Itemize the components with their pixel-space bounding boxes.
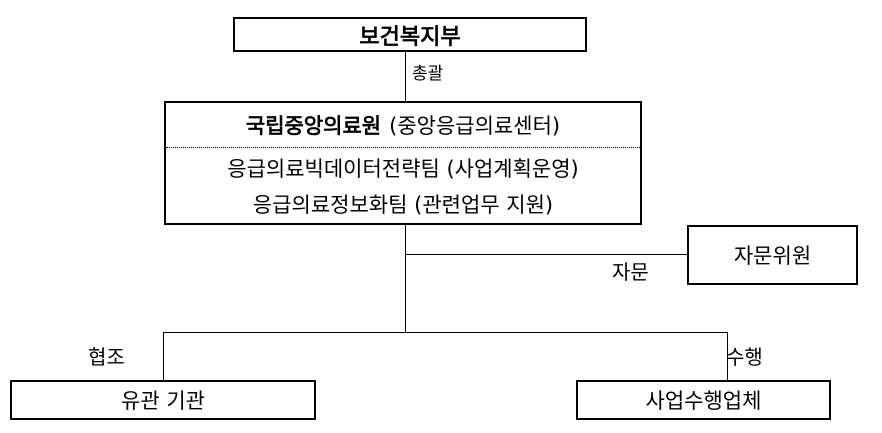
team-bigdata-strategy: 응급의료빅데이터전략팀 (사업계획운영) <box>227 156 579 181</box>
center-divider <box>166 147 640 148</box>
ministry-box: 보건복지부 <box>233 17 587 52</box>
center-teams: 응급의료빅데이터전략팀 (사업계획운영) 응급의료정보화팀 (관련업무 지원) <box>166 148 640 223</box>
connector-vendor-drop <box>727 332 728 380</box>
label-advise: 자문 <box>612 260 649 284</box>
label-supervise: 총괄 <box>412 64 444 84</box>
team-informatization: 응급의료정보화팀 (관련업무 지원) <box>252 192 554 217</box>
center-header: 국립중앙의료원 (중앙응급의료센터) <box>166 103 640 147</box>
vendor-box: 사업수행업체 <box>576 380 831 420</box>
connector-ministry-to-center <box>405 52 406 101</box>
label-cooperate: 협조 <box>88 345 125 369</box>
ministry-title: 보건복지부 <box>359 24 461 50</box>
center-title-note: (중앙응급의료센터) <box>389 114 561 138</box>
related-agencies-box: 유관 기관 <box>10 380 316 420</box>
center-box: 국립중앙의료원 (중앙응급의료센터) 응급의료빅데이터전략팀 (사업계획운영) … <box>164 101 642 225</box>
connector-related-drop <box>163 332 164 380</box>
advisor-box: 자문위원 <box>687 225 858 285</box>
center-title: 국립중앙의료원 <box>245 114 382 138</box>
connector-advisor-branch <box>405 254 687 255</box>
connector-center-trunk <box>405 225 406 332</box>
label-perform: 수행 <box>726 345 763 369</box>
advisor-title: 자문위원 <box>733 244 812 268</box>
related-agencies-title: 유관 기관 <box>121 389 205 413</box>
connector-bottom-bus <box>163 332 728 333</box>
vendor-title: 사업수행업체 <box>645 389 762 413</box>
